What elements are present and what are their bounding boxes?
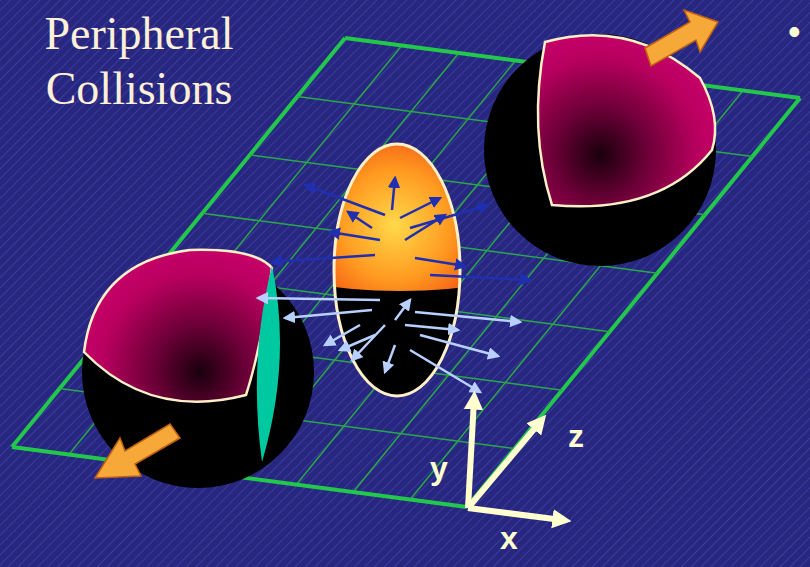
flow-arrow xyxy=(285,310,372,318)
flow-arrow xyxy=(400,198,440,218)
flow-arrow xyxy=(258,298,380,300)
flow-arrow xyxy=(330,232,380,240)
flow-arrow xyxy=(415,312,520,322)
left-nucleus xyxy=(82,250,314,488)
flow-arrow xyxy=(272,255,375,262)
flow-arrow xyxy=(405,325,458,330)
bullet-mark: • xyxy=(788,14,801,50)
flow-arrow xyxy=(405,215,445,240)
flow-arrows-lower xyxy=(258,298,520,392)
axis-label: z xyxy=(568,420,584,452)
flow-arrow xyxy=(392,178,395,210)
beam-arrow-bottom xyxy=(95,424,180,478)
flow-arrow xyxy=(385,345,395,372)
overlap-sliver xyxy=(257,266,280,462)
flow-arrow xyxy=(352,325,385,360)
flow-arrow xyxy=(420,335,498,356)
flow-arrow xyxy=(395,300,410,320)
flow-arrow xyxy=(415,258,465,266)
flow-arrow xyxy=(305,185,385,215)
flow-arrows-upper xyxy=(272,178,530,280)
participant-zone xyxy=(334,144,460,396)
flow-arrow xyxy=(430,275,530,280)
flow-arrow xyxy=(325,325,360,345)
coordinate-axes xyxy=(468,400,562,520)
axis-label: x xyxy=(500,522,518,554)
axis-label: y xyxy=(430,452,448,484)
beam-arrow-top xyxy=(645,10,718,66)
flow-arrow xyxy=(348,212,372,228)
flow-arrow xyxy=(410,205,488,228)
right-nucleus xyxy=(484,34,716,266)
flow-arrow xyxy=(410,350,480,392)
slide-title: Peripheral Collisions xyxy=(14,6,264,116)
